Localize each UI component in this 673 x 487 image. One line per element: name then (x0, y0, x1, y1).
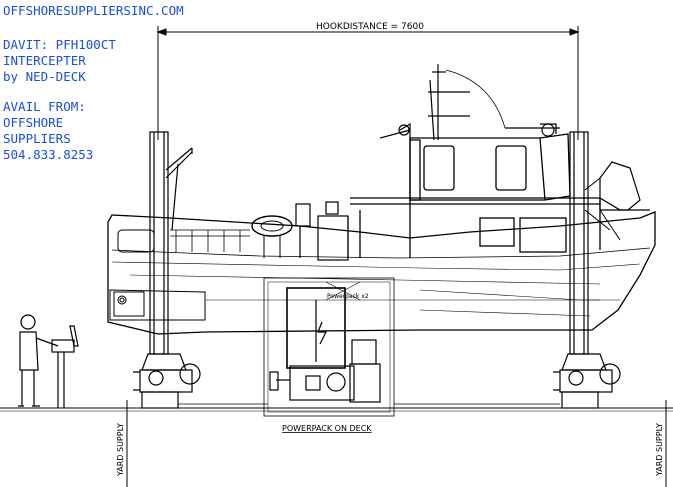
supplier-name-line2: SUPPLIERS (3, 131, 71, 146)
yard-supply-left-label: YARD SUPPLY (116, 423, 125, 477)
exhaust-stack (295, 201, 349, 261)
wheelhouse (350, 133, 650, 258)
davit-model: DAVIT: PFH100CT (3, 37, 116, 52)
supplier-name-line1: OFFSHORE (3, 115, 64, 130)
manufacturer: by NED-DECK (3, 69, 86, 84)
website-url: OFFSHORESUPPLIERSINC.COM (3, 3, 184, 18)
life-ring (251, 215, 293, 258)
avail-heading: AVAIL FROM: (3, 99, 86, 114)
powerpack (263, 277, 395, 417)
operator-figure (18, 314, 79, 408)
bow-structure (584, 161, 641, 241)
mast (379, 64, 560, 141)
supplier-phone: 504.833.8253 (3, 147, 94, 162)
hook-distance-label: HOOKDISTANCE = 7600 (316, 22, 424, 32)
davit-right (553, 131, 621, 409)
davit-left (133, 131, 201, 409)
powerpack-label: POWERPACK ON DECK (282, 424, 372, 433)
product-name: INTERCEPTER (3, 53, 86, 68)
yard-supply-right-label: YARD SUPPLY (655, 423, 664, 477)
powerpack-tag: Powerpack x2 (327, 293, 369, 300)
hook-distance-dimension (156, 20, 580, 140)
forward-gunwale (109, 229, 206, 321)
deck-railing (170, 229, 250, 252)
